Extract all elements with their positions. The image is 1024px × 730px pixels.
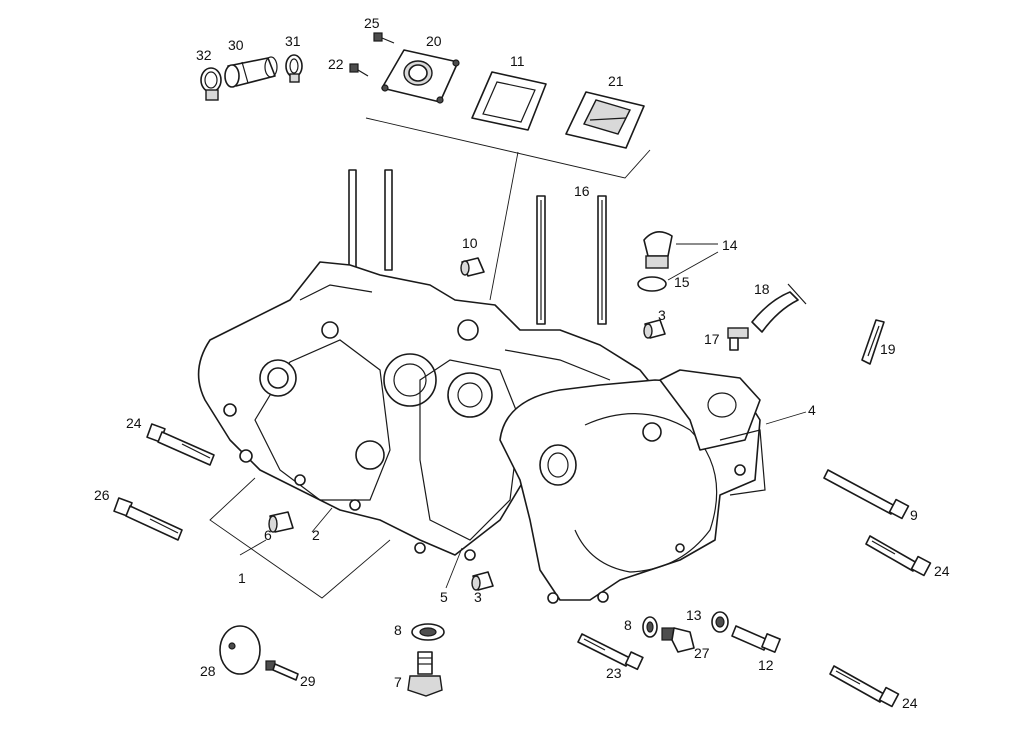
part-21-reed-valve <box>565 91 645 149</box>
part-4-right-cover <box>499 369 766 604</box>
part-10-dowel <box>460 257 485 277</box>
callout-1: 1 <box>238 570 246 586</box>
bracket-20-11-21 <box>365 117 651 179</box>
part-3-dowel-lower <box>471 571 494 591</box>
part-22-screw <box>349 63 369 77</box>
callout-15: 15 <box>674 274 690 290</box>
callout-22: 22 <box>328 56 344 72</box>
callout-10: 10 <box>462 235 478 251</box>
callout-30: 30 <box>228 37 244 53</box>
part-27-drain-plug <box>661 627 695 653</box>
callout-24-right-mid: 24 <box>934 563 950 579</box>
callout-12: 12 <box>758 657 774 673</box>
callout-5: 5 <box>440 589 448 605</box>
callout-25: 25 <box>364 15 380 31</box>
part-15-o-ring <box>637 276 667 292</box>
part-8-washer-right <box>642 616 658 638</box>
callout-26: 26 <box>94 487 110 503</box>
part-9-bolt <box>823 469 910 520</box>
part-18-breather-hose <box>751 283 807 333</box>
callout-24-left: 24 <box>126 415 142 431</box>
part-19-sight-glass <box>861 319 885 365</box>
part-13-washer <box>711 611 729 633</box>
callout-23: 23 <box>606 665 622 681</box>
part-28-cover-cap <box>219 625 261 675</box>
part-24-bolt-right-bottom <box>829 665 900 708</box>
callout-14: 14 <box>722 237 738 253</box>
part-14-filler-plug <box>643 231 673 269</box>
part-6-dowel <box>268 511 294 533</box>
callout-27: 27 <box>694 645 710 661</box>
part-25-screw <box>373 32 395 44</box>
callout-labels: 25 20 32 30 31 22 11 21 16 10 14 15 18 3… <box>94 15 950 711</box>
callout-20: 20 <box>426 33 442 49</box>
leader-lines <box>209 243 807 599</box>
callout-2: 2 <box>312 527 320 543</box>
callout-3-upper: 3 <box>658 307 666 323</box>
callout-11: 11 <box>510 53 525 69</box>
part-16-studs <box>536 195 607 325</box>
part-11-reed-gasket <box>471 71 547 131</box>
part-1-crankcase <box>197 261 661 561</box>
part-31-hose-clamp <box>285 54 303 83</box>
part-17-hose-fitting <box>727 327 749 351</box>
callout-16: 16 <box>574 183 590 199</box>
callout-29: 29 <box>300 673 316 689</box>
callout-6: 6 <box>264 527 272 543</box>
part-24-bolt-right-mid <box>865 535 932 577</box>
callout-17: 17 <box>704 331 720 347</box>
callout-13: 13 <box>686 607 702 623</box>
part-32-hose-clamp <box>200 67 222 101</box>
callout-4: 4 <box>808 402 816 418</box>
part-23-bolt <box>577 633 644 671</box>
callout-8-bottom: 8 <box>394 622 402 638</box>
callout-21: 21 <box>608 73 624 89</box>
part-3-dowel-upper <box>643 319 666 339</box>
part-12-bolt <box>731 625 781 653</box>
part-7-drain-plug <box>407 651 443 697</box>
callout-9: 9 <box>910 507 918 523</box>
callout-28: 28 <box>200 663 216 679</box>
part-20-intake-flange <box>381 49 460 104</box>
part-24-bolt-left <box>146 423 215 466</box>
part-26-bolt <box>113 497 183 541</box>
callout-19: 19 <box>880 341 896 357</box>
part-29-screw <box>265 660 299 681</box>
callout-3-lower: 3 <box>474 589 482 605</box>
callout-31: 31 <box>285 33 301 49</box>
callout-24-right-bottom: 24 <box>902 695 918 711</box>
callout-7: 7 <box>394 674 402 690</box>
part-8-washer-bottom <box>411 623 445 641</box>
callout-32: 32 <box>196 47 212 63</box>
callout-8-right: 8 <box>624 617 632 633</box>
part-30-intake-hose <box>224 56 278 88</box>
callout-18: 18 <box>754 281 770 297</box>
part-studs-left <box>348 169 393 271</box>
